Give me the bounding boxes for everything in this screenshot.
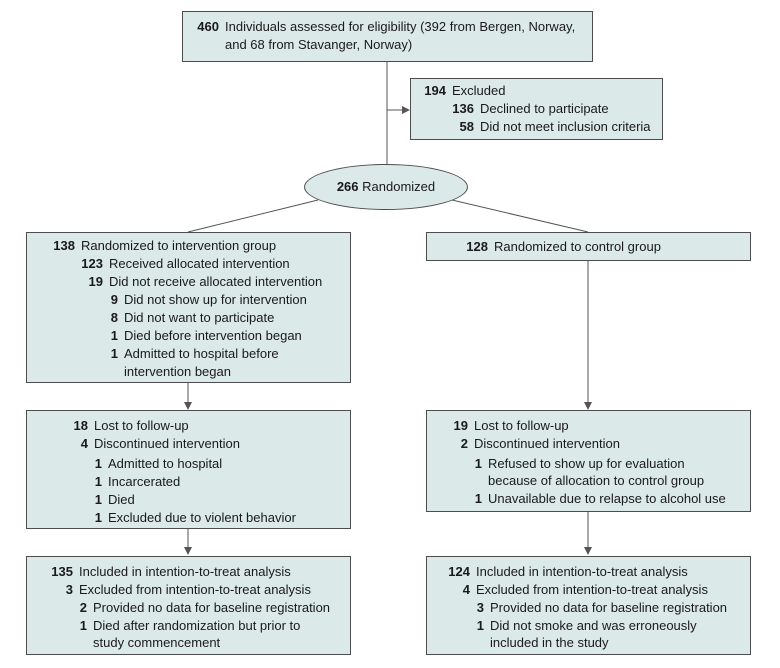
randomized-label: 266 Randomized	[337, 178, 435, 196]
reason-count: 1	[476, 618, 484, 633]
reason-text: Refused to show up for evaluation	[488, 456, 685, 471]
reason-text: Admitted to hospital before	[124, 346, 279, 361]
excluded-item-text: Declined to participate	[480, 101, 609, 116]
excluded-count: 3	[65, 582, 73, 597]
lost-count: 18	[73, 418, 88, 433]
reason-text: Did not show up for intervention	[124, 292, 307, 307]
eligibility-text: Individuals assessed for eligibility (39…	[225, 19, 576, 34]
received-text: Received allocated intervention	[109, 256, 290, 271]
reason-text: Died	[108, 492, 135, 507]
reason-count: 1	[94, 474, 102, 489]
intervention-text: Randomized to intervention group	[81, 238, 277, 253]
excluded-text: Excluded from intention-to-treat analysi…	[476, 582, 708, 597]
control-analysis-box: 124 Included in intention-to-treat analy…	[426, 556, 751, 655]
reason-text: Did not want to participate	[124, 310, 275, 325]
eligibility-box: 460 Individuals assessed for eligibility…	[182, 11, 593, 62]
reason-count: 1	[94, 510, 102, 525]
lost-count: 19	[453, 418, 468, 433]
not-received-count: 19	[88, 274, 103, 289]
intervention-count: 138	[53, 238, 75, 253]
excluded-item-count: 58	[459, 119, 474, 134]
included-count: 135	[51, 564, 73, 579]
reason-count: 1	[94, 492, 102, 507]
reason-text: included in the study	[490, 635, 609, 650]
excluded-text: Excluded	[452, 83, 506, 98]
excluded-text: Excluded from intention-to-treat analysi…	[79, 582, 311, 597]
excluded-count: 194	[424, 83, 446, 98]
reason-count: 2	[79, 600, 87, 615]
reason-text: Provided no data for baseline registrati…	[490, 600, 728, 615]
control-text: Randomized to control group	[494, 239, 661, 254]
reason-text: Excluded due to violent behavior	[108, 510, 296, 525]
reason-count: 1	[110, 346, 118, 361]
included-count: 124	[448, 564, 470, 579]
reason-text: Admitted to hospital	[108, 456, 223, 471]
discontinued-text: Discontinued intervention	[474, 436, 620, 451]
connector-randomized-to-intervention	[187, 199, 319, 233]
randomized-ellipse: 266 Randomized	[304, 164, 468, 210]
reason-count: 9	[110, 292, 118, 307]
lost-text: Lost to follow-up	[474, 418, 569, 433]
lost-text: Lost to follow-up	[94, 418, 189, 433]
included-text: Included in intention-to-treat analysis	[79, 564, 291, 579]
discontinued-text: Discontinued intervention	[94, 436, 240, 451]
intervention-analysis-box: 135 Included in intention-to-treat analy…	[26, 556, 351, 655]
eligibility-count: 460	[197, 19, 219, 34]
reason-count: 3	[476, 600, 484, 615]
control-box: 128 Randomized to control group	[426, 232, 751, 261]
not-received-text: Did not receive allocated intervention	[109, 274, 323, 289]
reason-count: 1	[474, 491, 482, 506]
intervention-followup-box: 18 Lost to follow-up 4 Discontinued inte…	[26, 410, 351, 529]
reason-text: study commencement	[93, 635, 221, 650]
excluded-count: 4	[462, 582, 470, 597]
randomized-text: Randomized	[362, 179, 436, 194]
reason-count: 1	[94, 456, 102, 471]
reason-text: Incarcerated	[108, 474, 181, 489]
intervention-box: 138 Randomized to intervention group 123…	[26, 232, 351, 383]
randomized-count: 266	[336, 179, 359, 194]
included-text: Included in intention-to-treat analysis	[476, 564, 688, 579]
reason-count: 1	[110, 328, 118, 343]
control-followup-box: 19 Lost to follow-up 2 Discontinued inte…	[426, 410, 751, 512]
reason-text: intervention began	[124, 364, 231, 379]
reason-text: Died after randomization but prior to	[93, 618, 301, 633]
excluded-box: 194 Excluded 136 Declined to participate…	[410, 78, 663, 140]
reason-count: 1	[79, 618, 87, 633]
reason-text: because of allocation to control group	[488, 473, 705, 488]
eligibility-text: and 68 from Stavanger, Norway)	[225, 37, 413, 52]
reason-text: Unavailable due to relapse to alcohol us…	[488, 491, 726, 506]
reason-text: Provided no data for baseline registrati…	[93, 600, 331, 615]
reason-count: 1	[474, 456, 482, 471]
excluded-item-text: Did not meet inclusion criteria	[480, 119, 651, 134]
discontinued-count: 2	[460, 436, 468, 451]
reason-count: 8	[110, 310, 118, 325]
control-count: 128	[466, 239, 488, 254]
received-count: 123	[81, 256, 103, 271]
connector-randomized-to-control	[451, 199, 589, 233]
reason-text: Did not smoke and was erroneously	[490, 618, 697, 633]
excluded-item-count: 136	[452, 101, 474, 116]
reason-text: Died before intervention began	[124, 328, 302, 343]
discontinued-count: 4	[80, 436, 88, 451]
